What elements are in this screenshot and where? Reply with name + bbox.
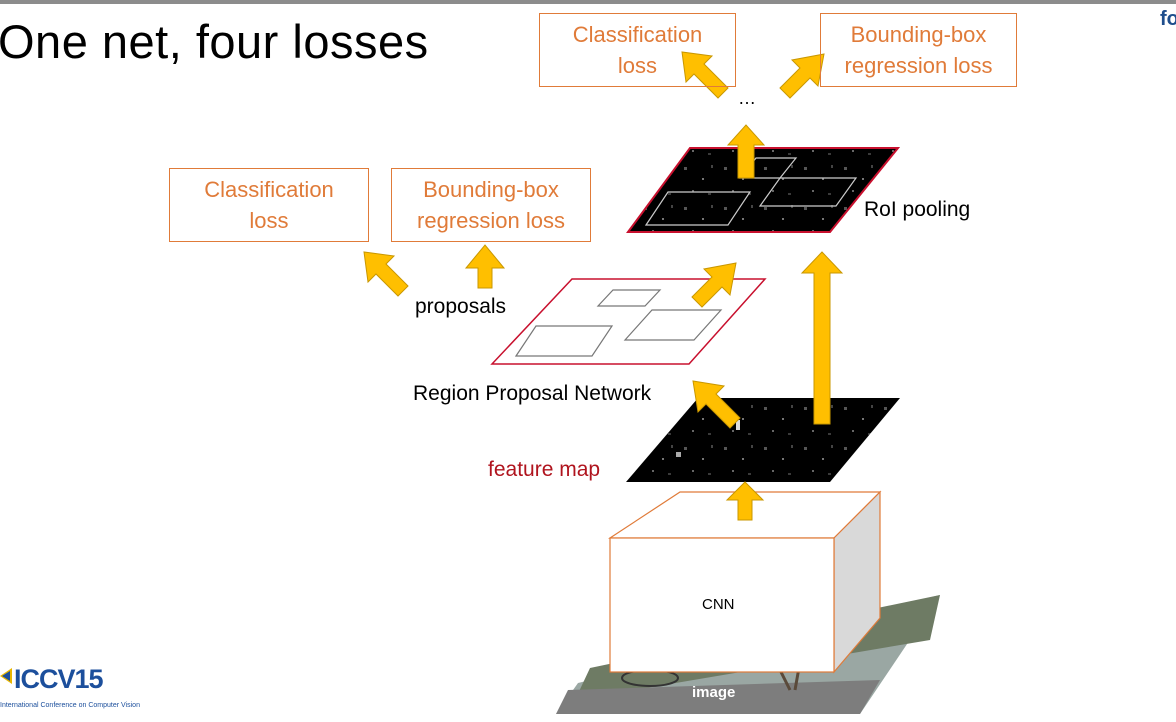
rpn-bbox-loss-box: Bounding-box regression loss: [391, 168, 591, 242]
arrow-feature-to-rpn: [692, 380, 741, 429]
cnn-label: CNN: [702, 596, 735, 613]
rpn-classification-loss-box: Classification loss: [169, 168, 369, 242]
logo-name: ICCV15: [14, 664, 104, 694]
proposals-plane: [490, 278, 767, 365]
rpn-classification-loss-label: Classification loss: [204, 177, 334, 233]
roi-plane: [626, 147, 901, 233]
rpn-label: Region Proposal Network: [413, 382, 652, 405]
corner-text: fo: [1160, 8, 1176, 30]
top-bbox-loss-label: Bounding-box regression loss: [844, 22, 993, 78]
arrow-rpn-to-roi: [691, 262, 737, 308]
rpn-bbox-loss-label: Bounding-box regression loss: [417, 177, 565, 233]
arrow-roi-to-ellipsis: [726, 124, 766, 179]
arrow-cnn-to-feature: [725, 481, 765, 521]
top-rule: [0, 0, 1176, 4]
proposals-label: proposals: [415, 295, 507, 318]
ellipsis-label: …: [738, 88, 756, 108]
top-classification-loss-label: Classification loss: [572, 22, 703, 78]
arrow-feature-to-roi: [800, 251, 844, 425]
feature-map-plane: [626, 398, 900, 482]
arrow-to-rpn-cls-loss: [363, 251, 409, 297]
top-bbox-loss-box: Bounding-box regression loss: [820, 13, 1017, 87]
roi-pooling-label: RoI pooling: [864, 198, 971, 221]
iccv-logo: [0, 668, 12, 684]
slide-title: One net, four losses: [0, 15, 429, 68]
image-label: image: [692, 684, 736, 701]
feature-map-label: feature map: [488, 458, 601, 481]
top-classification-loss-box: Classification loss: [539, 13, 736, 87]
arrow-to-rpn-bbox-loss: [464, 244, 506, 289]
arrows: [363, 51, 844, 521]
logo-subtitle: International Conference on Computer Vis…: [0, 702, 140, 709]
arrow-to-top-bbox-loss: [779, 53, 825, 99]
